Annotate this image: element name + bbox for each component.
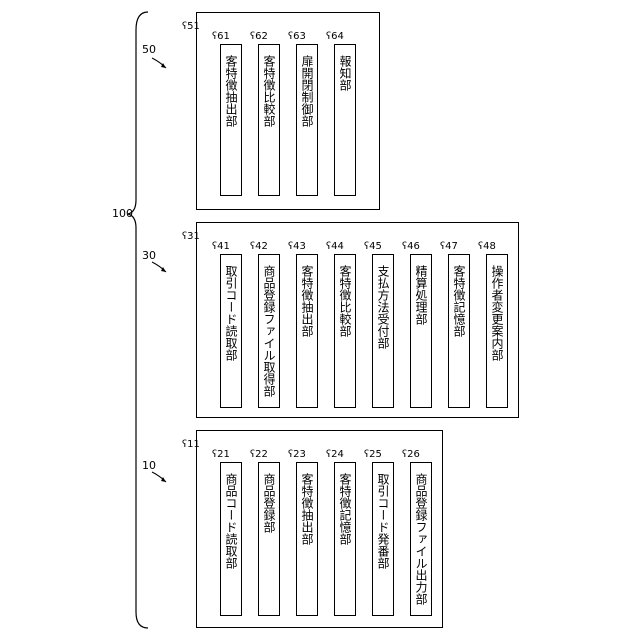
unit-ref-number: 41 (217, 241, 230, 252)
unit-ref-22: ʕ22 (250, 450, 268, 460)
unit-ref-number: 62 (255, 31, 268, 42)
group-label-30: 30 (142, 250, 156, 261)
unit-box-61: 客特徴抽出部 (220, 44, 242, 196)
unit-ref-number: 24 (331, 449, 344, 460)
unit-name-45: 支払方法受付部 (373, 255, 393, 407)
unit-name-61: 客特徴抽出部 (221, 45, 241, 195)
frame-ref-11: ʕ11 (182, 440, 200, 450)
unit-ref-number: 45 (369, 241, 382, 252)
unit-ref-number: 22 (255, 449, 268, 460)
frame-ref-51: ʕ51 (182, 22, 200, 32)
unit-box-47: 客特徴記憶部 (448, 254, 470, 408)
unit-name-63: 扉開閉制御部 (297, 45, 317, 195)
unit-box-45: 支払方法受付部 (372, 254, 394, 408)
unit-ref-number: 25 (369, 449, 382, 460)
unit-name-22: 商品登録部 (259, 463, 279, 615)
unit-ref-number: 26 (407, 449, 420, 460)
unit-ref-24: ʕ24 (326, 450, 344, 460)
unit-ref-46: ʕ46 (402, 242, 420, 252)
unit-ref-47: ʕ47 (440, 242, 458, 252)
unit-box-23: 客特徴抽出部 (296, 462, 318, 616)
unit-ref-43: ʕ43 (288, 242, 306, 252)
unit-ref-number: 23 (293, 449, 306, 460)
unit-box-25: 取引コード発番部 (372, 462, 394, 616)
unit-name-24: 客特徴記憶部 (335, 463, 355, 615)
unit-ref-44: ʕ44 (326, 242, 344, 252)
unit-ref-63: ʕ63 (288, 32, 306, 42)
unit-ref-42: ʕ42 (250, 242, 268, 252)
unit-ref-number: 42 (255, 241, 268, 252)
unit-name-62: 客特徴比較部 (259, 45, 279, 195)
group-label-10: 10 (142, 460, 156, 471)
unit-box-62: 客特徴比較部 (258, 44, 280, 196)
unit-ref-48: ʕ48 (478, 242, 496, 252)
unit-name-26: 商品登録ファイル出力部 (411, 463, 431, 615)
unit-box-22: 商品登録部 (258, 462, 280, 616)
unit-ref-26: ʕ26 (402, 450, 420, 460)
unit-ref-45: ʕ45 (364, 242, 382, 252)
unit-ref-number: 61 (217, 31, 230, 42)
unit-name-46: 精算処理部 (411, 255, 431, 407)
unit-name-21: 商品コード読取部 (221, 463, 241, 615)
unit-name-47: 客特徴記憶部 (449, 255, 469, 407)
unit-box-43: 客特徴抽出部 (296, 254, 318, 408)
unit-ref-64: ʕ64 (326, 32, 344, 42)
unit-name-42: 商品登録ファイル取得部 (259, 255, 279, 407)
unit-name-43: 客特徴抽出部 (297, 255, 317, 407)
unit-ref-25: ʕ25 (364, 450, 382, 460)
unit-box-46: 精算処理部 (410, 254, 432, 408)
unit-ref-number: 44 (331, 241, 344, 252)
unit-box-64: 報知部 (334, 44, 356, 196)
unit-name-48: 操作者変更案内部 (487, 255, 507, 407)
unit-name-23: 客特徴抽出部 (297, 463, 317, 615)
unit-ref-number: 63 (293, 31, 306, 42)
unit-box-44: 客特徴比較部 (334, 254, 356, 408)
unit-name-41: 取引コード読取部 (221, 255, 241, 407)
frame-31 (196, 222, 519, 418)
unit-ref-number: 46 (407, 241, 420, 252)
unit-ref-23: ʕ23 (288, 450, 306, 460)
unit-ref-number: 43 (293, 241, 306, 252)
unit-name-25: 取引コード発番部 (373, 463, 393, 615)
unit-ref-62: ʕ62 (250, 32, 268, 42)
unit-ref-number: 47 (445, 241, 458, 252)
unit-box-21: 商品コード読取部 (220, 462, 242, 616)
unit-box-42: 商品登録ファイル取得部 (258, 254, 280, 408)
frame-ref-31: ʕ31 (182, 232, 200, 242)
unit-ref-number: 21 (217, 449, 230, 460)
unit-box-24: 客特徴記憶部 (334, 462, 356, 616)
unit-ref-41: ʕ41 (212, 242, 230, 252)
unit-name-64: 報知部 (335, 45, 355, 195)
unit-ref-number: 48 (483, 241, 496, 252)
group-label-50: 50 (142, 44, 156, 55)
unit-ref-61: ʕ61 (212, 32, 230, 42)
unit-ref-21: ʕ21 (212, 450, 230, 460)
system-label: 100 (112, 208, 133, 219)
unit-name-44: 客特徴比較部 (335, 255, 355, 407)
unit-box-41: 取引コード読取部 (220, 254, 242, 408)
unit-ref-number: 64 (331, 31, 344, 42)
unit-box-48: 操作者変更案内部 (486, 254, 508, 408)
unit-box-26: 商品登録ファイル出力部 (410, 462, 432, 616)
unit-box-63: 扉開閉制御部 (296, 44, 318, 196)
